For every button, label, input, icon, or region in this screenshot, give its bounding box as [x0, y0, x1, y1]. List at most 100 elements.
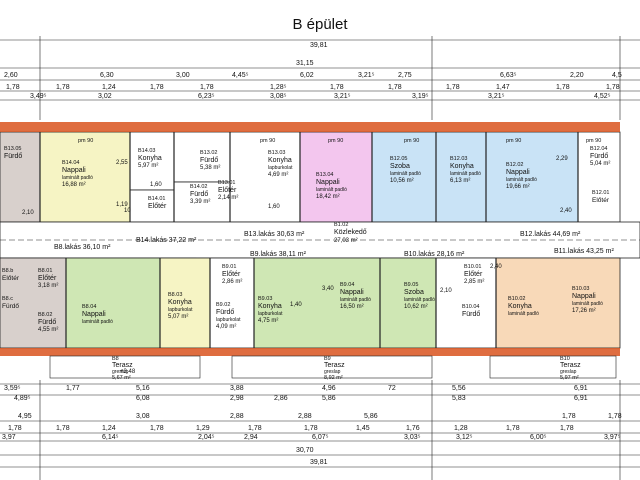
label-text: lapburkolat	[258, 311, 283, 317]
drawing-line	[489, 355, 617, 379]
label-text: 1,76	[406, 425, 420, 432]
label-text: Konyha	[268, 157, 292, 164]
label-text: 16,50 m²	[340, 304, 364, 310]
label-text: 5,86	[322, 395, 336, 402]
label-text: B13.01	[218, 180, 235, 186]
dim: 3,21⁵	[488, 93, 505, 100]
label-text: B9.03	[258, 296, 272, 302]
label-group: B9 Terasz greslap 8,92 m²	[324, 356, 345, 381]
dim-bottom-inner: 30,70	[296, 447, 314, 454]
label-text: 5,16	[136, 385, 150, 392]
dim: 1,78	[556, 84, 570, 91]
label-text: B12.05	[390, 156, 407, 162]
label-text: Nappali	[572, 293, 596, 300]
label-text: 1,78	[562, 413, 576, 420]
dim: 1,78	[606, 84, 620, 91]
dim-top-inner: 31,15	[296, 60, 314, 67]
room-fill-white-b12f	[577, 131, 621, 223]
dim: 4,5	[612, 72, 622, 79]
dim: 6,63⁵	[500, 72, 517, 79]
label-text: B14.03	[138, 148, 155, 154]
room-label: B13.05 Fürdő	[4, 146, 22, 160]
room-label: B10.04 Fürdő	[462, 304, 480, 318]
room-fill-white-b9	[209, 257, 255, 349]
room-fill-blue-szoba	[371, 131, 437, 223]
label-text: 2,88	[230, 413, 244, 420]
label-text: 1,24	[102, 425, 116, 432]
label-text: 1,28	[454, 425, 468, 432]
label-text: B8.04	[82, 304, 96, 310]
label-text: 2,10	[22, 210, 34, 216]
label-text: 4,09 m²	[216, 324, 236, 330]
label-text: 1,78	[8, 425, 22, 432]
label-text: 1,45	[356, 425, 370, 432]
label-text: 5,83	[452, 395, 466, 402]
label-text: pm 90	[506, 138, 521, 144]
label-text: 6,08	[136, 395, 150, 402]
label-text: B14.04	[62, 160, 79, 166]
label-text: laminált padló	[340, 297, 371, 303]
room-label: B9.01 Előtér 2,86 m²	[222, 264, 242, 285]
label-text: 1,60	[268, 204, 280, 210]
label-text: Előtér	[592, 197, 610, 204]
label-text: 2,40	[490, 264, 502, 270]
label-text: B12.01	[592, 190, 609, 196]
label-text: B13.03	[268, 150, 285, 156]
label-text: 6,91	[574, 395, 588, 402]
label-text: 2,98	[230, 395, 244, 402]
label-text: Nappali	[62, 167, 86, 174]
room-label: B8.02 Fürdő 4,55 m²	[38, 312, 58, 333]
dim: 3,49⁵	[30, 93, 47, 100]
label-text: 17,26 m²	[572, 308, 596, 314]
label-text: 1,78	[150, 425, 164, 432]
label-text: 1,78	[608, 413, 622, 420]
label-text: 3,97	[2, 434, 16, 441]
label-text: 2,86	[274, 395, 288, 402]
label-text: B12.02	[506, 162, 523, 168]
label-text: 27,03 m²	[334, 238, 358, 244]
label-text: Fürdő	[2, 303, 19, 310]
label-text: 2,86 m²	[222, 279, 242, 285]
label-text: B10.04	[462, 304, 479, 310]
room-fill-yellow-b8k	[159, 257, 211, 349]
label-text: 1,78	[506, 425, 520, 432]
label-group: B8 Terasz greslap 5,67 m²	[112, 356, 133, 381]
label-text: laminált padló	[572, 301, 603, 307]
label-text: laminált padló	[508, 311, 539, 317]
label-group: B10 Terasz greslap 5,97 m²	[560, 356, 581, 381]
label-text: 18,42 m²	[316, 194, 340, 200]
dim: 4,52⁵	[594, 93, 611, 100]
label-text: B10.01	[464, 264, 481, 270]
label-text: Konyha	[258, 303, 282, 310]
flat-label: B9.lakás 38,11 m²	[250, 251, 307, 258]
label-text: B12.04	[590, 146, 607, 152]
label-text: B13.04	[316, 172, 333, 178]
dim: 2,20	[570, 72, 584, 79]
flat-label: B12.lakás 44,69 m²	[520, 231, 581, 238]
label-text: pm 90	[586, 138, 601, 144]
label-text: Konyha	[138, 155, 162, 162]
dim: 1,47	[496, 84, 510, 91]
flat-label: B11.lakás 43,25 m²	[554, 248, 614, 255]
label-text: B13.02	[200, 150, 217, 156]
dim: 1,78	[56, 84, 70, 91]
label-text: 72	[388, 385, 396, 392]
label-text: B1.02	[334, 222, 348, 228]
label-text: Fürdő	[200, 157, 218, 164]
label-text: 4,89⁵	[14, 395, 31, 402]
label-text: 3,59⁵	[4, 385, 21, 392]
dim: 3,21⁵	[358, 72, 375, 79]
label-text: B9.01	[222, 264, 236, 270]
label-text: 4,55 m²	[38, 327, 58, 333]
label-text: 4,96	[322, 385, 336, 392]
terraces	[49, 355, 617, 379]
label-text: pm 90	[260, 138, 275, 144]
room-fill-white-b13k	[229, 131, 301, 223]
label-text: 1,77	[66, 385, 80, 392]
label-text: 19,66 m²	[506, 184, 530, 190]
label-text: laminált padló	[62, 175, 93, 181]
label-text: 1,60	[150, 182, 162, 188]
label-text: 5,38 m²	[200, 165, 220, 171]
room-label: B12.02 Nappali laminált padló 19,66 m²	[506, 162, 537, 190]
